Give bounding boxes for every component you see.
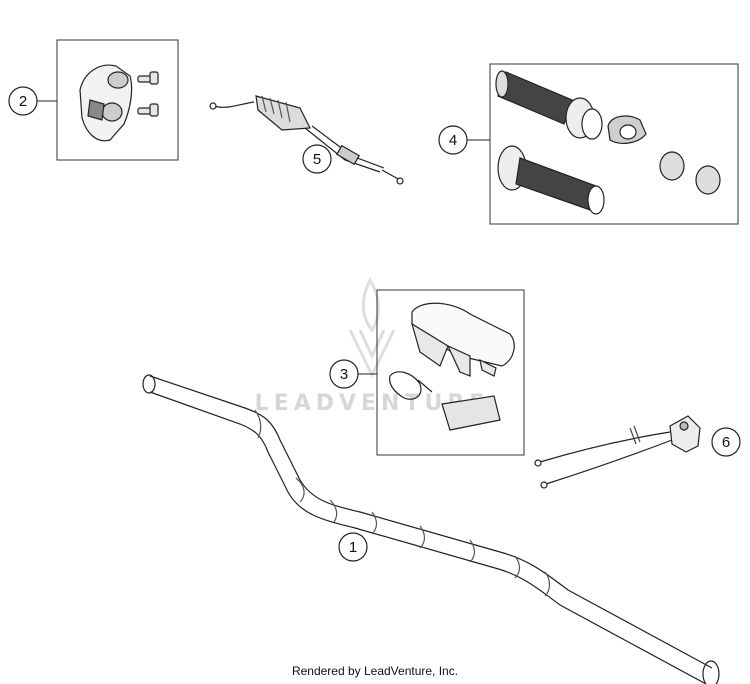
- svg-text:3: 3: [340, 366, 348, 383]
- svg-text:4: 4: [449, 132, 457, 149]
- svg-text:2: 2: [19, 93, 27, 110]
- grip-set-part: [489, 63, 739, 225]
- leader-lines: [37, 100, 490, 375]
- callout-3: 3: [329, 359, 359, 389]
- switch-part: [534, 415, 701, 489]
- clamp-part: [56, 39, 179, 161]
- svg-text:5: 5: [313, 151, 321, 168]
- callout-2: 2: [8, 86, 38, 116]
- throttle-cable-part: [209, 95, 404, 185]
- svg-text:1: 1: [349, 539, 357, 556]
- svg-text:6: 6: [722, 434, 730, 451]
- handlebar-part: [142, 374, 720, 684]
- callout-4: 4: [438, 125, 468, 155]
- flame-logo-icon: [348, 276, 396, 379]
- callout-5: 5: [302, 144, 332, 174]
- callout-6: 6: [711, 427, 741, 457]
- footer-credit: Rendered by LeadVenture, Inc.: [291, 664, 459, 678]
- callout-1: 1: [338, 532, 368, 562]
- handlebar-pad-part: [376, 289, 525, 456]
